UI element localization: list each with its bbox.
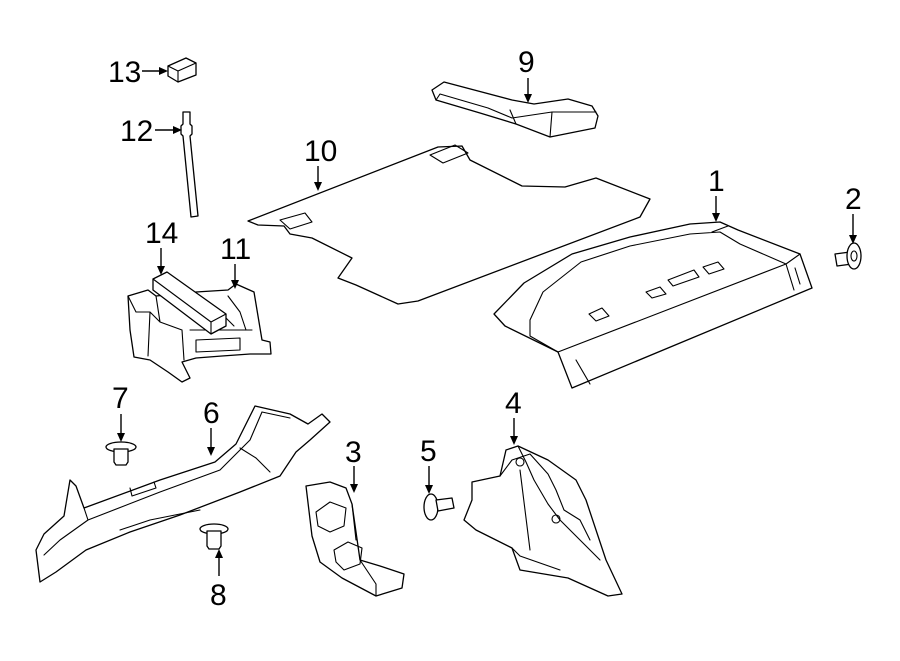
part-6-side-rail (35, 405, 331, 583)
callout-5: 5 (420, 435, 437, 468)
callout-9: 9 (518, 46, 535, 79)
arrow-10 (314, 182, 322, 191)
callout-12: 12 (120, 115, 153, 148)
callout-11: 11 (220, 233, 251, 266)
arrow-2 (849, 235, 857, 244)
arrow-13 (159, 67, 168, 75)
part-1-package-tray (493, 221, 813, 389)
part-11-bracket (127, 283, 272, 383)
arrow-9 (524, 94, 532, 103)
callout-numbers: 13 12 9 10 1 2 14 11 7 6 8 3 5 4 (108, 46, 862, 612)
callout-10: 10 (304, 135, 337, 168)
callout-1: 1 (708, 165, 725, 198)
part-14-foam-block (152, 271, 227, 335)
callout-14: 14 (145, 217, 178, 250)
arrow-14 (157, 266, 165, 275)
arrow-12 (173, 126, 182, 134)
part-13-block (167, 57, 197, 83)
part-12-rod (180, 111, 199, 218)
arrow-11 (231, 280, 239, 289)
part-7-push-pin (105, 441, 137, 466)
callout-6: 6 (203, 397, 220, 430)
part-10-trunk-mat (247, 144, 651, 305)
part-9-filler (431, 81, 599, 138)
arrow-1 (712, 213, 720, 222)
arrow-5 (425, 485, 433, 494)
part-4-quarter-inner (463, 445, 623, 597)
part-8-push-pin (199, 523, 229, 550)
arrow-6 (207, 447, 215, 456)
callout-4: 4 (505, 387, 522, 420)
arrow-7 (117, 433, 125, 442)
part-3-side-bracket (305, 481, 405, 597)
arrow-3 (350, 484, 358, 493)
callout-3: 3 (345, 436, 362, 469)
arrow-4 (510, 436, 518, 445)
arrow-8 (215, 549, 223, 558)
part-5-clip (423, 493, 455, 521)
part-2-clip (834, 242, 862, 270)
callout-8: 8 (210, 579, 227, 612)
callout-13: 13 (108, 56, 141, 89)
callout-7: 7 (112, 382, 129, 415)
callout-2: 2 (845, 183, 862, 216)
leader-lines (117, 67, 857, 576)
